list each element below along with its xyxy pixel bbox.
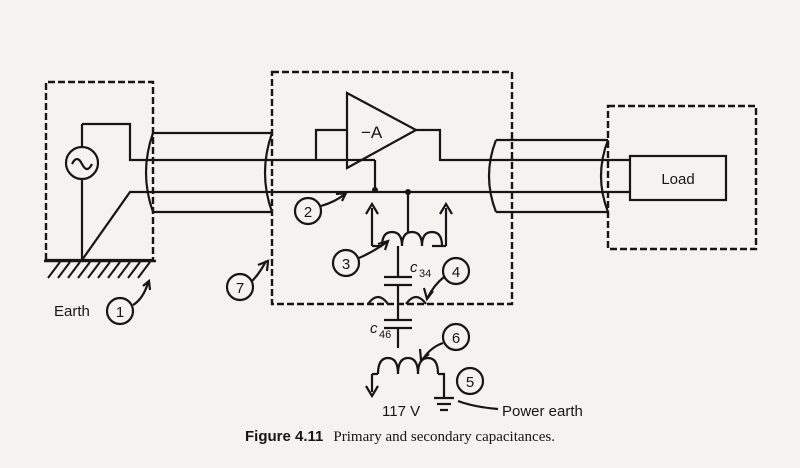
svg-text:1: 1 [116, 304, 124, 321]
voltage-label: 117 V [382, 403, 420, 420]
figure-caption: Figure 4.11 Primary and secondary capacit… [0, 428, 800, 446]
marker-5: 5 [455, 366, 485, 396]
primary-winding [365, 356, 446, 399]
earth-label: Earth [54, 303, 90, 320]
power-earth-pointer [457, 399, 499, 411]
c46-subscript: 46 [379, 329, 391, 341]
shield-gap-right [405, 295, 427, 305]
amplifier-enclosure [270, 70, 514, 306]
marker-2: 2 [293, 191, 348, 226]
c34-subscript: 34 [419, 268, 431, 280]
figure-number: Figure 4.11 [245, 428, 324, 445]
power-transformer [365, 192, 453, 248]
amp-input-wire [314, 128, 347, 160]
junction-dot [372, 187, 378, 193]
power-earth-symbol [434, 396, 454, 412]
cable-shield-1 [144, 131, 274, 214]
svg-text:4: 4 [452, 264, 460, 281]
earth-ground-hatch [44, 259, 156, 279]
cable-shield-2 [487, 138, 610, 214]
signal-wire-return [81, 190, 630, 261]
svg-text:2: 2 [304, 204, 312, 221]
figure-caption-text: Primary and secondary capacitances. [333, 429, 555, 445]
marker-1: 1 [105, 278, 152, 326]
shield-gap-left [367, 295, 389, 305]
marker-4: 4 [422, 256, 471, 302]
c34-symbol: c [410, 259, 418, 276]
load-label: Load [661, 171, 694, 188]
svg-text:3: 3 [342, 256, 350, 273]
amp-output-wire [416, 128, 630, 162]
c46-symbol: c [370, 320, 378, 337]
ac-source-icon [64, 145, 100, 181]
svg-text:5: 5 [466, 374, 474, 391]
amplifier-gain-label: −A [361, 123, 383, 142]
capacitor-c46 [384, 304, 412, 348]
signal-wire-top [82, 122, 375, 162]
capacitor-c34 [384, 246, 412, 304]
marker-7: 7 [225, 259, 270, 302]
svg-text:7: 7 [236, 280, 244, 297]
power-earth-label: Power earth [502, 403, 583, 420]
load-box [628, 154, 728, 202]
svg-text:6: 6 [452, 330, 460, 347]
source-enclosure [44, 80, 155, 262]
load-enclosure [606, 104, 758, 251]
marker-3: 3 [331, 239, 390, 278]
marker-6: 6 [418, 322, 471, 363]
